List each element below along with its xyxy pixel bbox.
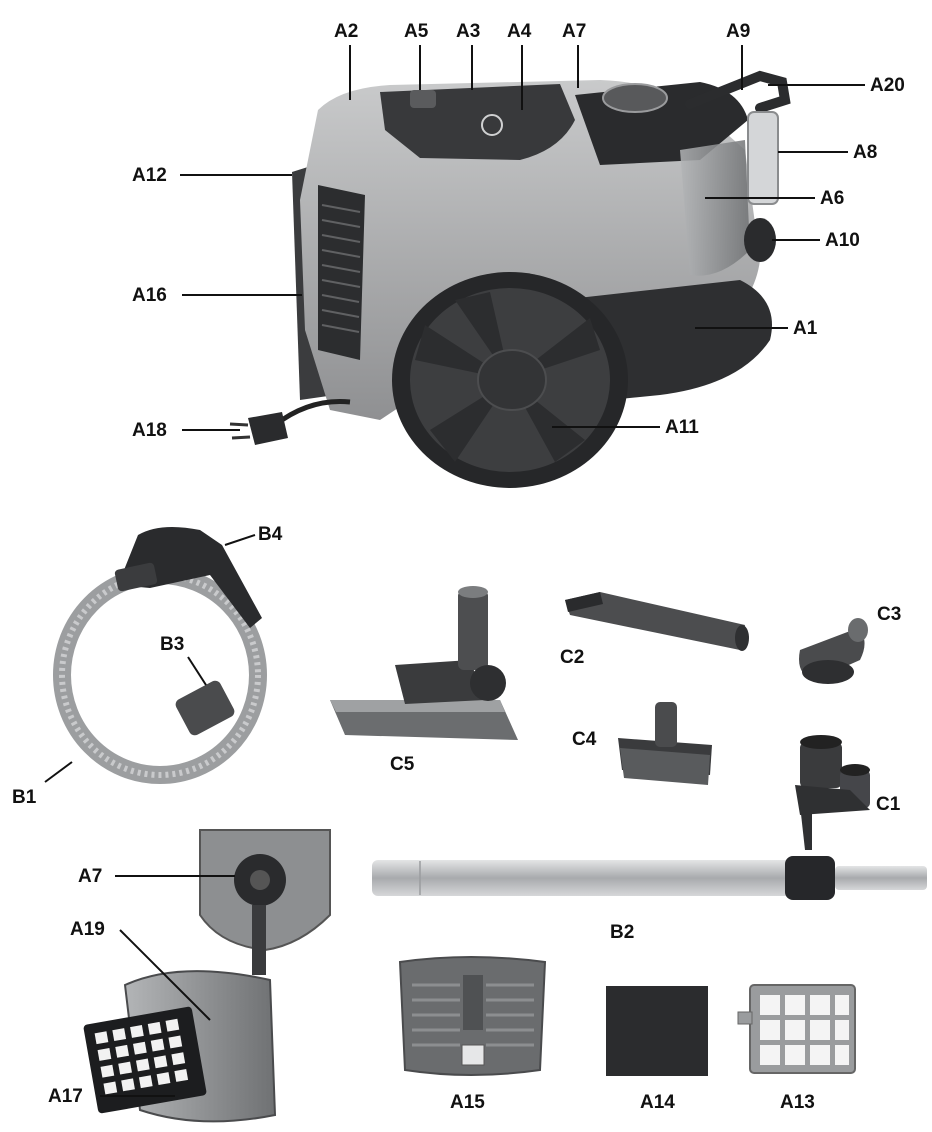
label-A6: A6 bbox=[820, 188, 844, 209]
exhaust-grille bbox=[318, 185, 365, 360]
label-A4: A4 bbox=[507, 21, 532, 42]
inlet-clear-part bbox=[747, 111, 779, 205]
crevice-tool bbox=[565, 592, 749, 651]
label-C3: C3 bbox=[877, 604, 901, 625]
label-C1: C1 bbox=[876, 794, 901, 815]
label-A1: A1 bbox=[793, 318, 818, 339]
label-B4: B4 bbox=[258, 524, 283, 545]
cyclone-filter bbox=[83, 1006, 207, 1114]
label-A9: A9 bbox=[726, 21, 750, 42]
dust-container-assembly bbox=[83, 829, 331, 1123]
label-A16: A16 bbox=[132, 285, 167, 306]
dusting-brush bbox=[799, 618, 868, 684]
labels-main: A2 A5 A3 A4 A7 A9 A20 A8 A6 A10 A1 A11 A… bbox=[132, 21, 905, 441]
label-C2: C2 bbox=[560, 647, 584, 668]
hose-handle bbox=[118, 526, 262, 628]
label-A19: A19 bbox=[70, 919, 105, 940]
label-A7-top: A7 bbox=[562, 21, 586, 42]
hose-connector bbox=[175, 680, 235, 736]
label-A20: A20 bbox=[870, 75, 905, 96]
front-wheel bbox=[744, 218, 776, 262]
label-B3: B3 bbox=[160, 634, 184, 655]
label-A3: A3 bbox=[456, 21, 480, 42]
floor-brush bbox=[330, 586, 518, 740]
label-A2: A2 bbox=[334, 21, 358, 42]
labels-hose: B4 B3 B1 bbox=[12, 524, 283, 808]
top-panel bbox=[380, 84, 575, 160]
outlet-grille bbox=[398, 956, 547, 1076]
leader-lines-main bbox=[180, 45, 865, 431]
label-C4: C4 bbox=[572, 729, 597, 750]
label-A8: A8 bbox=[853, 142, 877, 163]
label-B2: B2 bbox=[610, 922, 634, 943]
label-A10: A10 bbox=[825, 230, 860, 251]
telescopic-tube bbox=[372, 856, 927, 900]
foam-filter bbox=[606, 986, 708, 1076]
hepa-filter bbox=[737, 984, 856, 1074]
label-A11: A11 bbox=[665, 417, 699, 438]
labels-container: A7 A19 A17 bbox=[48, 866, 105, 1107]
power-button bbox=[481, 114, 503, 136]
leader-lines-hose bbox=[44, 534, 256, 783]
dust-bin-window bbox=[680, 140, 750, 276]
label-A5: A5 bbox=[404, 21, 429, 42]
label-A7: A7 bbox=[78, 866, 102, 887]
vacuum-main-unit bbox=[229, 70, 791, 488]
label-A13: A13 bbox=[780, 1092, 815, 1113]
label-B1: B1 bbox=[12, 787, 37, 808]
cover-release-dial bbox=[602, 83, 668, 113]
label-A12: A12 bbox=[132, 165, 167, 186]
hose-assembly bbox=[53, 526, 267, 784]
rear-wheel bbox=[392, 272, 628, 488]
leader-lines-container bbox=[100, 875, 235, 1097]
label-C5: C5 bbox=[390, 754, 415, 775]
cord-rewind-button bbox=[410, 90, 436, 108]
label-A15: A15 bbox=[450, 1092, 485, 1113]
label-A18: A18 bbox=[132, 420, 167, 441]
carry-handle bbox=[685, 70, 791, 113]
accessory-holder bbox=[795, 735, 870, 850]
label-A14: A14 bbox=[640, 1092, 675, 1113]
power-plug bbox=[229, 399, 351, 445]
label-A17: A17 bbox=[48, 1086, 83, 1107]
upholstery-tool bbox=[618, 702, 712, 785]
